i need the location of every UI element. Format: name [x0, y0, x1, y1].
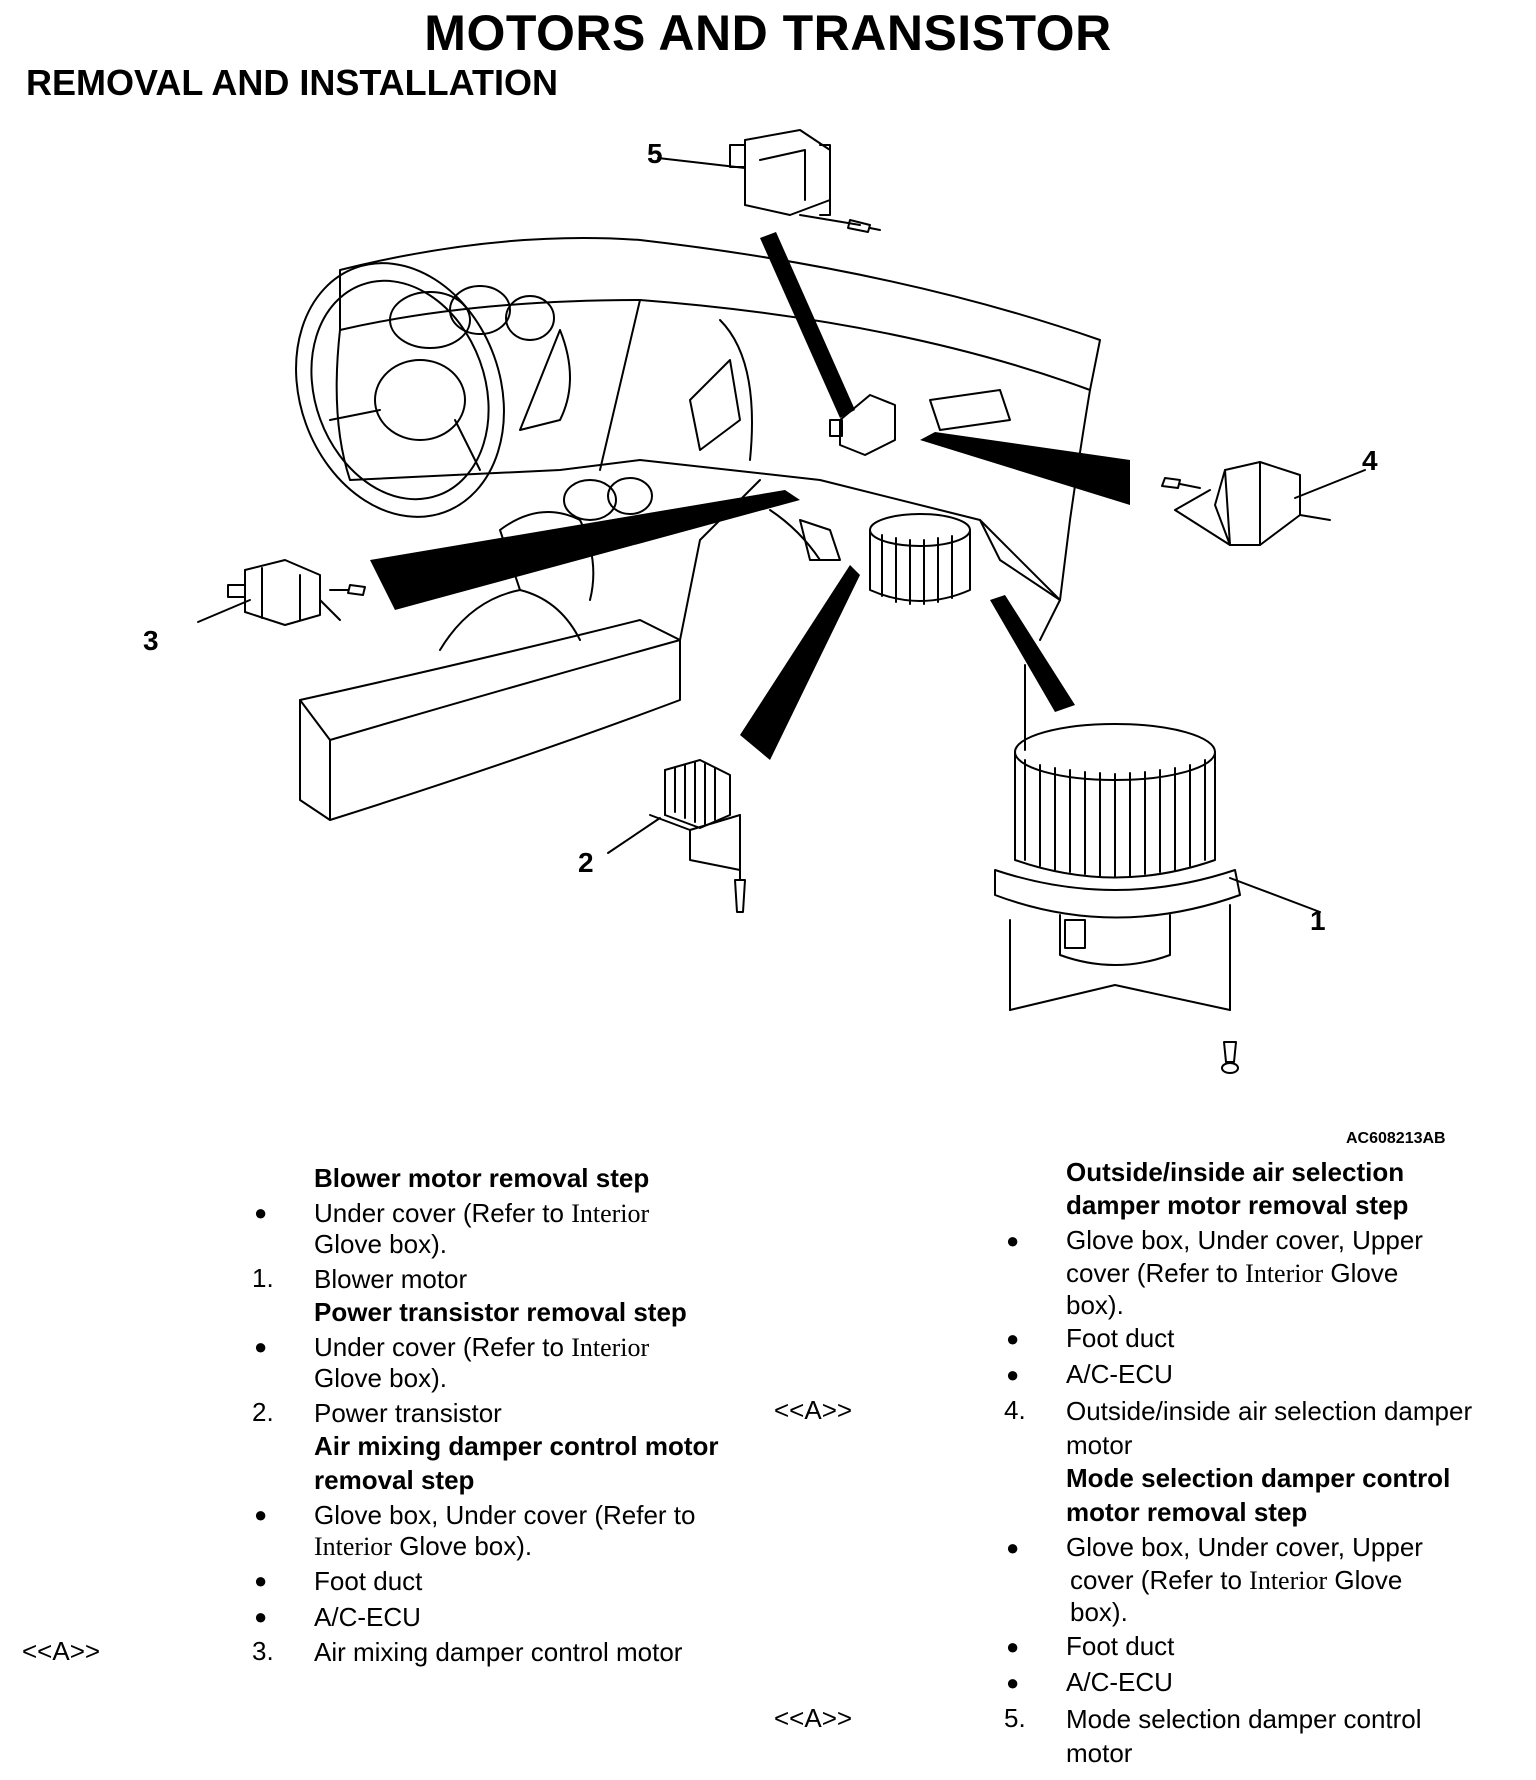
outside-header: Outside/inside air selection	[1066, 1157, 1405, 1187]
mode-header-cont: motor removal step	[1066, 1497, 1308, 1527]
mode-prep-step-end: box).	[1070, 1597, 1128, 1627]
airmix-header: Air mixing damper control motor	[314, 1431, 719, 1461]
outside-foot-duct: Foot duct	[1066, 1323, 1175, 1353]
figure-id: AC608213AB	[1346, 1130, 1446, 1147]
callout-1: 1	[1310, 905, 1326, 936]
bullet: ●	[254, 1502, 268, 1527]
steering-wheel	[295, 262, 505, 518]
bullet: ●	[1006, 1535, 1020, 1560]
blower-prep-step: Under cover (Refer to Interior	[314, 1198, 650, 1228]
blower-prep-step-cont: Glove box).	[314, 1229, 447, 1259]
transistor-prep-step-cont: Glove box).	[314, 1363, 447, 1393]
interior-reference: Interior	[571, 1199, 650, 1228]
note-reference-mark: <<A>>	[774, 1395, 853, 1425]
mode-prep-step: Glove box, Under cover, Upper	[1066, 1532, 1423, 1562]
outside-prep-step-end: box).	[1066, 1290, 1124, 1320]
bullet: ●	[254, 1334, 268, 1359]
interior-reference: Interior	[314, 1532, 392, 1561]
callout-5: 5	[647, 138, 663, 169]
interior-reference: Interior	[1245, 1259, 1324, 1288]
leader-wedges	[370, 232, 1130, 760]
interior-reference: Interior	[571, 1333, 650, 1362]
mode-foot-duct: Foot duct	[1066, 1631, 1175, 1661]
mode-header: Mode selection damper control	[1066, 1463, 1451, 1493]
air-mix-damper-motor-part	[197, 559, 366, 626]
power-transistor-part	[607, 759, 746, 913]
blower-motor-installed	[869, 513, 971, 605]
callout-2: 2	[578, 847, 594, 878]
blower-header: Blower motor removal step	[314, 1163, 650, 1193]
transistor-header: Power transistor removal step	[314, 1297, 687, 1327]
bullet: ●	[254, 1568, 268, 1593]
airmix-ac-ecu: A/C-ECU	[314, 1602, 421, 1632]
bullet: ●	[1006, 1670, 1020, 1695]
blower-motor-part	[994, 664, 1321, 1074]
step-number: 3.	[252, 1636, 274, 1666]
bullet: ●	[1006, 1362, 1020, 1387]
airmix-prep-step: Glove box, Under cover (Refer to	[314, 1500, 696, 1530]
outside-air-damper-motor-part	[1161, 461, 1366, 546]
note-reference-mark: <<A>>	[22, 1636, 101, 1666]
dashboard-outline	[335, 237, 1101, 641]
mode-ac-ecu: A/C-ECU	[1066, 1667, 1173, 1697]
outside-prep-step-cont: cover (Refer to Interior Glove	[1066, 1258, 1399, 1288]
mode-prep-step-cont: cover (Refer to Interior Glove	[1070, 1565, 1403, 1595]
outside-header-cont: damper motor removal step	[1066, 1190, 1409, 1220]
blower-step: Blower motor	[314, 1264, 468, 1294]
note-reference-mark: <<A>>	[774, 1703, 853, 1733]
step-number: 1.	[252, 1263, 274, 1293]
step-number: 5.	[1004, 1703, 1026, 1733]
airmix-prep-step-cont: Interior Glove box).	[314, 1531, 533, 1561]
section-subtitle: REMOVAL AND INSTALLATION	[26, 62, 558, 103]
bullet: ●	[1006, 1634, 1020, 1659]
page-title: MOTORS AND TRANSISTOR	[424, 5, 1112, 61]
transistor-prep-step: Under cover (Refer to Interior	[314, 1332, 650, 1362]
outside-prep-step: Glove box, Under cover, Upper	[1066, 1225, 1423, 1255]
mode-motor-installed	[829, 394, 896, 456]
step-number: 4.	[1004, 1395, 1026, 1425]
bullet: ●	[1006, 1326, 1020, 1351]
airmix-step: Air mixing damper control motor	[314, 1637, 683, 1667]
dashboard-exploded-illustration: 1 2 3 4 5	[143, 129, 1378, 1074]
airmix-foot-duct: Foot duct	[314, 1566, 423, 1596]
outside-step-cont: motor	[1066, 1430, 1133, 1460]
callout-3: 3	[143, 625, 159, 656]
bullet: ●	[254, 1200, 268, 1225]
outside-step: Outside/inside air selection damper	[1066, 1396, 1473, 1426]
bullet: ●	[1006, 1228, 1020, 1253]
mode-damper-motor-part	[657, 129, 881, 233]
interior-reference: Interior	[1249, 1566, 1328, 1595]
step-number: 2.	[252, 1397, 274, 1427]
mode-step: Mode selection damper control	[1066, 1704, 1422, 1734]
bullet: ●	[254, 1604, 268, 1629]
callout-4: 4	[1362, 445, 1378, 476]
airmix-header-cont: removal step	[314, 1465, 475, 1495]
outside-ac-ecu: A/C-ECU	[1066, 1359, 1173, 1389]
mode-step-cont: motor	[1066, 1738, 1133, 1768]
transistor-step: Power transistor	[314, 1398, 502, 1428]
